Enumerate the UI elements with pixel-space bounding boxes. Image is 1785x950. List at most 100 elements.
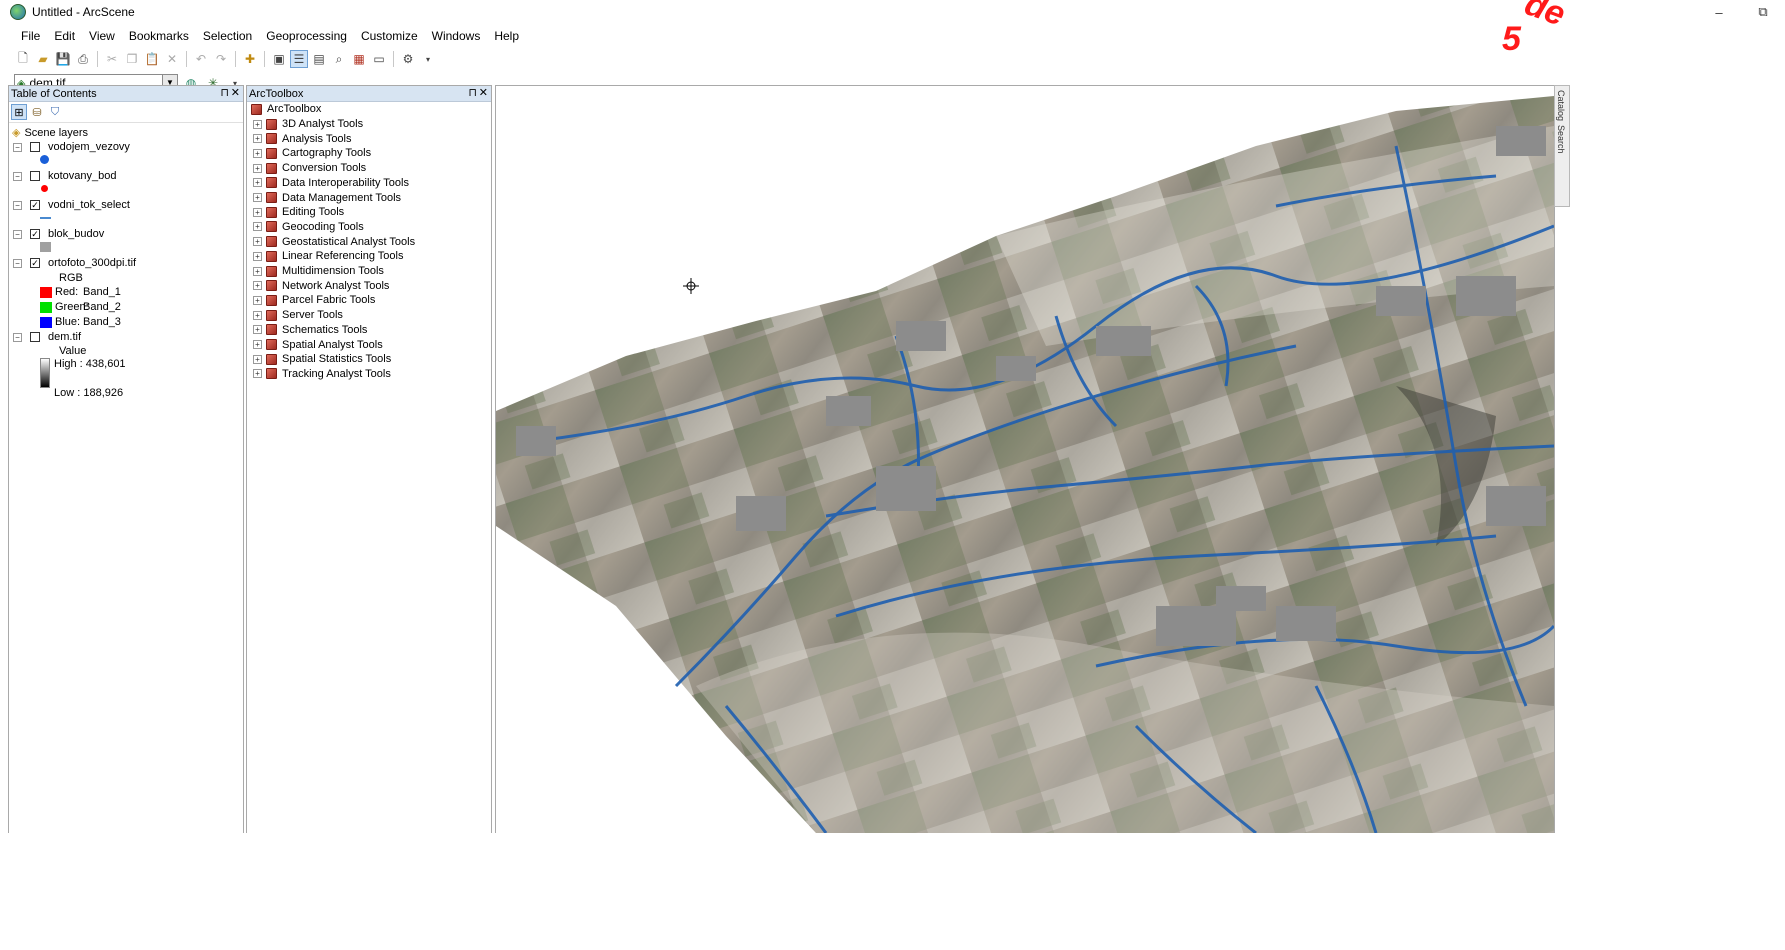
list-by-source-icon[interactable]: ⛁ xyxy=(32,106,42,119)
search-window-icon[interactable]: ⌕ xyxy=(335,51,343,66)
copy-icon[interactable]: ❐ xyxy=(126,52,138,66)
expand-icon[interactable]: + xyxy=(253,134,262,144)
table-of-contents-icon[interactable]: ☰ xyxy=(290,50,308,68)
expand-icon[interactable]: + xyxy=(253,281,262,291)
catalog-tab[interactable]: Catalog xyxy=(1556,90,1566,122)
toolbox-item[interactable]: +Data Management Tools xyxy=(253,192,401,204)
layer-checkbox[interactable]: ✓ xyxy=(30,229,40,239)
terrain-3d-render[interactable] xyxy=(496,86,1554,833)
menu-selection[interactable]: Selection xyxy=(202,29,253,43)
scene-properties-icon[interactable]: ▣ xyxy=(273,52,285,66)
list-by-visibility-icon[interactable]: ⛉ xyxy=(50,105,60,118)
search-tab[interactable]: Search xyxy=(1556,125,1566,154)
layer-transparency-icon[interactable]: ◍ xyxy=(185,76,197,90)
toc-layer-ortofoto[interactable]: − ✓ ortofoto_300dpi.tif xyxy=(13,257,136,269)
menu-view[interactable]: View xyxy=(89,29,115,43)
menu-edit[interactable]: Edit xyxy=(54,29,76,43)
line-symbol[interactable] xyxy=(40,217,51,219)
scene-layers-node[interactable]: ◈ Scene layers xyxy=(12,126,88,140)
toolbox-item[interactable]: +Network Analyst Tools xyxy=(253,280,389,292)
cut-icon[interactable]: ✂ xyxy=(106,52,118,66)
arctoolbox-root[interactable]: ArcToolbox xyxy=(251,103,321,115)
expand-icon[interactable]: + xyxy=(253,148,262,158)
toc-layer-dem[interactable]: − dem.tif xyxy=(13,331,81,343)
expand-icon[interactable]: + xyxy=(253,237,262,247)
expand-icon[interactable]: + xyxy=(253,119,262,129)
layer-checkbox[interactable] xyxy=(30,332,40,342)
menu-geoprocessing[interactable]: Geoprocessing xyxy=(266,29,347,43)
expand-icon[interactable]: + xyxy=(253,369,262,379)
toolbox-item[interactable]: +Parcel Fabric Tools xyxy=(253,294,375,306)
minimize-button[interactable]: – xyxy=(1715,4,1723,20)
toolbox-item[interactable]: +Schematics Tools xyxy=(253,324,367,336)
expand-icon[interactable]: + xyxy=(253,354,262,364)
expand-icon[interactable]: + xyxy=(253,163,262,173)
expand-icon[interactable]: + xyxy=(253,340,262,349)
collapse-icon[interactable]: − xyxy=(13,332,22,342)
expand-icon[interactable]: + xyxy=(253,310,262,320)
layer-checkbox[interactable] xyxy=(30,171,40,181)
print-icon[interactable]: ⎙ xyxy=(78,51,88,66)
save-icon[interactable]: 💾 xyxy=(55,52,71,66)
toc-layer-vodni-tok-select[interactable]: − ✓ vodni_tok_select xyxy=(13,199,130,211)
menu-file[interactable]: File xyxy=(21,29,41,43)
blue-point-symbol[interactable] xyxy=(40,155,49,164)
redo-icon[interactable]: ↷ xyxy=(215,52,227,66)
open-folder-icon[interactable]: ▰ xyxy=(38,52,48,66)
toc-layer-blok-budov[interactable]: − ✓ blok_budov xyxy=(13,228,104,240)
toolbox-item[interactable]: +Spatial Statistics Tools xyxy=(253,353,391,365)
close-icon[interactable]: ✕ xyxy=(230,87,240,99)
scene-view[interactable] xyxy=(495,85,1555,834)
restore-button[interactable]: ⧉ xyxy=(1758,4,1768,19)
collapse-icon[interactable]: − xyxy=(13,258,22,268)
toc-layer-kotovany-bod[interactable]: − kotovany_bod xyxy=(13,170,117,182)
pin-icon[interactable]: ⊓ xyxy=(220,87,229,99)
add-data-icon[interactable]: ✚ xyxy=(244,52,256,66)
toolbox-item[interactable]: +Spatial Analyst Tools xyxy=(253,339,383,351)
layer-checkbox[interactable] xyxy=(30,142,40,152)
toolbox-item[interactable]: +3D Analyst Tools xyxy=(253,118,363,130)
pin-icon[interactable]: ⊓ xyxy=(468,87,477,99)
toolbar-options-icon-2[interactable]: ▾ xyxy=(232,78,237,88)
polygon-symbol[interactable] xyxy=(40,242,51,252)
collapse-icon[interactable]: − xyxy=(13,142,22,152)
layer-checkbox[interactable]: ✓ xyxy=(30,258,40,268)
expand-icon[interactable]: + xyxy=(253,207,262,217)
catalog-window-icon[interactable]: ▤ xyxy=(313,52,325,66)
toolbox-item[interactable]: +Geocoding Tools xyxy=(253,221,364,233)
undo-icon[interactable]: ↶ xyxy=(195,52,207,66)
menu-customize[interactable]: Customize xyxy=(360,29,418,43)
collapse-icon[interactable]: − xyxy=(13,200,22,210)
delete-icon[interactable]: ✕ xyxy=(166,52,178,66)
python-window-icon[interactable]: ▭ xyxy=(373,52,385,66)
expand-icon[interactable]: + xyxy=(253,222,262,232)
arctoolbox-icon[interactable]: ▦ xyxy=(353,52,365,66)
toolbox-item[interactable]: +Data Interoperability Tools xyxy=(253,177,409,189)
expand-icon[interactable]: + xyxy=(253,193,262,202)
menu-bookmarks[interactable]: Bookmarks xyxy=(128,29,189,43)
layer-checkbox[interactable]: ✓ xyxy=(30,200,40,210)
paste-icon[interactable]: 📋 xyxy=(144,52,160,66)
expand-icon[interactable]: + xyxy=(253,266,262,276)
collapse-icon[interactable]: − xyxy=(13,229,22,239)
toolbox-item[interactable]: +Conversion Tools xyxy=(253,162,366,174)
toolbox-item[interactable]: +Linear Referencing Tools xyxy=(253,250,403,262)
expand-icon[interactable]: + xyxy=(253,325,262,335)
expand-icon[interactable]: + xyxy=(253,178,262,188)
list-by-drawing-order-icon[interactable]: ⊞ xyxy=(11,104,27,120)
menu-windows[interactable]: Windows xyxy=(431,29,481,43)
model-builder-icon[interactable]: ⚙ xyxy=(402,52,414,66)
menu-help[interactable]: Help xyxy=(494,29,520,43)
toolbox-item[interactable]: +Server Tools xyxy=(253,309,343,321)
expand-icon[interactable]: + xyxy=(253,295,262,305)
toolbox-item[interactable]: +Editing Tools xyxy=(253,206,344,218)
red-point-symbol[interactable] xyxy=(41,185,48,192)
toolbox-item[interactable]: +Multidimension Tools xyxy=(253,265,384,277)
toolbox-item[interactable]: +Analysis Tools xyxy=(253,133,352,145)
toolbar-options-icon[interactable]: ▾ xyxy=(425,54,430,64)
expand-icon[interactable]: + xyxy=(253,251,262,261)
toolbox-item[interactable]: +Geostatistical Analyst Tools xyxy=(253,236,415,248)
toolbox-item[interactable]: +Tracking Analyst Tools xyxy=(253,368,391,380)
toc-layer-vodojem-vezovy[interactable]: − vodojem_vezovy xyxy=(13,141,130,153)
collapse-icon[interactable]: − xyxy=(13,171,22,181)
